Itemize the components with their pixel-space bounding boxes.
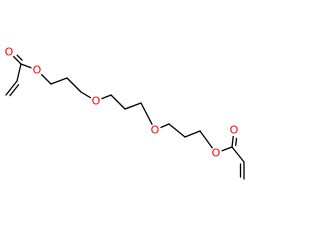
single-bond xyxy=(220,146,233,152)
bond-line xyxy=(80,91,92,99)
single-bond xyxy=(16,63,22,82)
atom-label-o: O xyxy=(33,64,42,77)
bond-line xyxy=(12,55,22,65)
bond-line xyxy=(140,102,153,126)
single-bond xyxy=(100,94,112,100)
bond-line xyxy=(100,94,112,100)
bond-line xyxy=(16,63,22,82)
single-bond xyxy=(199,130,214,149)
structure-diagram: O O O O O O xyxy=(3,46,245,180)
atom-o-ether-2: O xyxy=(149,124,161,137)
single-bond xyxy=(50,77,68,85)
double-bond xyxy=(12,54,23,65)
single-bond xyxy=(80,91,92,99)
single-bond xyxy=(124,102,142,110)
bond-line xyxy=(66,77,82,93)
atom-o-ether-1: O xyxy=(90,95,102,108)
atom-o-ester-right: O xyxy=(210,147,222,160)
double-bond xyxy=(5,80,20,97)
molecule-drawing: O O O O O O xyxy=(3,46,245,180)
atom-label-o: O xyxy=(5,46,14,59)
single-bond xyxy=(168,123,186,138)
bond-line xyxy=(40,73,52,85)
bond-line xyxy=(184,130,201,138)
bond-line xyxy=(5,80,18,96)
bond-line xyxy=(9,84,20,97)
single-bond xyxy=(40,73,52,85)
bond-line xyxy=(235,137,238,147)
bond-line xyxy=(50,77,68,85)
bond-line xyxy=(16,54,23,61)
atom-label-o: O xyxy=(151,124,160,137)
single-bond xyxy=(66,77,82,93)
bond-line xyxy=(20,63,33,69)
bond-layer xyxy=(5,54,245,180)
bond-line xyxy=(159,123,170,129)
bond-line xyxy=(231,135,234,148)
single-bond xyxy=(110,94,126,110)
atom-label-o: O xyxy=(212,147,221,160)
atom-o-carbonyl-right: O xyxy=(228,124,240,137)
atom-label-o: O xyxy=(230,124,239,137)
single-bond xyxy=(159,123,170,129)
bond-line xyxy=(199,130,214,149)
double-bond xyxy=(231,135,238,148)
single-bond xyxy=(20,63,33,69)
bond-line xyxy=(124,102,142,110)
single-bond xyxy=(140,102,153,126)
atom-o-ester-left: O xyxy=(31,64,43,77)
atom-o-carbonyl-left: O xyxy=(3,46,15,59)
single-bond xyxy=(231,146,245,163)
single-bond xyxy=(184,130,201,138)
bond-line xyxy=(220,146,233,152)
bond-line xyxy=(168,123,186,138)
bond-line xyxy=(231,146,245,163)
double-bond xyxy=(239,161,245,180)
bond-line xyxy=(110,94,126,110)
atom-layer: O O O O O O xyxy=(3,46,240,160)
atom-label-o: O xyxy=(92,95,101,108)
